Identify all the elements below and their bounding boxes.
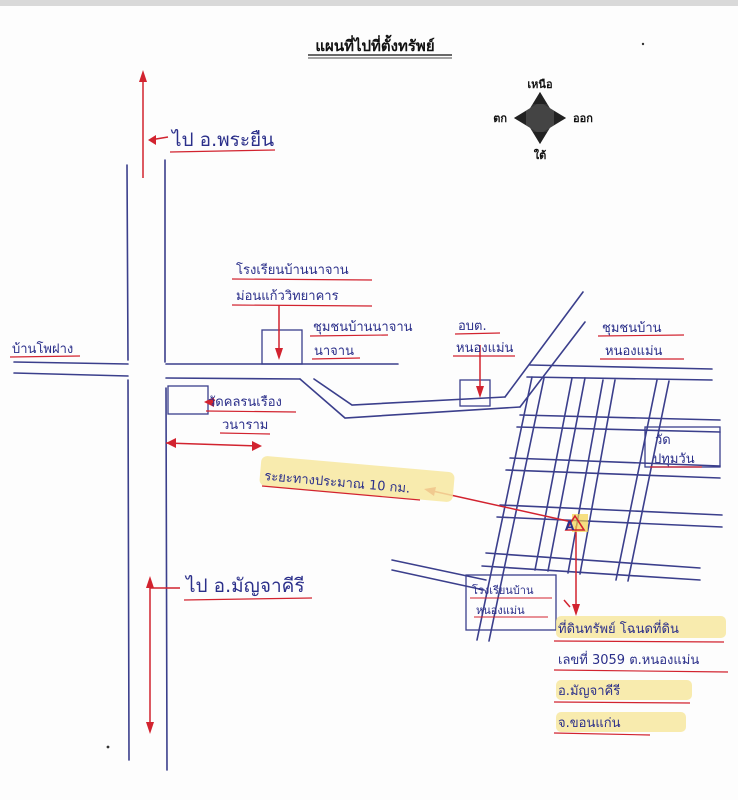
- distance-highlight: [259, 456, 455, 502]
- property-line4-highlight: [556, 712, 686, 732]
- label-to-phra-yuen: ไป อ.พระยืน: [170, 129, 274, 151]
- compass-east: ออก: [573, 112, 593, 125]
- label-community-na-chan-2: นาจาน: [314, 344, 354, 359]
- property-line2: เลขที่ 3059 ต.หนองแม่น: [558, 651, 699, 668]
- compass-west: ตก: [493, 112, 507, 125]
- label-community-na-chan: ชุมชนบ้านนาจาน: [313, 320, 413, 335]
- scan-top-band: [0, 0, 738, 6]
- property-marker-label: A: [565, 519, 575, 533]
- compass-south: ใต้: [534, 148, 547, 162]
- label-tambon-office: อบต.: [458, 319, 487, 334]
- property-line3: อ.มัญจาคีรี: [558, 683, 620, 699]
- property-line3-highlight: [556, 680, 692, 700]
- compass-rose-icon: [514, 92, 566, 144]
- school-nong-maen-box: [465, 574, 557, 631]
- wat-pa-ruean-box: [167, 385, 209, 415]
- school-na-chan-box: [261, 329, 303, 365]
- label-community-nong-maen: ชุมชนบ้าน: [602, 321, 662, 336]
- label-wat-pathum: วัด: [655, 433, 671, 448]
- label-school-nong-maen: โรงเรียนบ้าน: [472, 583, 534, 597]
- property-line4: จ.ขอนแก่น: [558, 716, 621, 731]
- label-wat-pa-ruean: วัดคลรนเรือง: [208, 394, 282, 410]
- main-highway: [126, 159, 168, 771]
- east-west-road: [13, 361, 521, 419]
- diagonal-road: [504, 291, 586, 408]
- label-school-kaew: ม่อนแก้ววิทยาคาร: [236, 289, 339, 304]
- property-line1: ที่ดินทรัพย์ โฉนดที่ดิน: [558, 620, 679, 637]
- scan-speck: [106, 745, 110, 749]
- tambon-office-box: [459, 379, 491, 407]
- label-community-nong-maen-2: หนองแม่น: [605, 344, 663, 359]
- scan-speck: [641, 42, 645, 46]
- compass-north: เหนือ: [527, 78, 552, 91]
- label-ban-pho-fang: บ้านโพฝาง: [12, 341, 73, 357]
- label-tambon-office-2: หนองแม่น: [456, 341, 514, 356]
- label-wat-pa-ruean-2: วนาราม: [222, 418, 268, 433]
- red-arrows: [139, 70, 580, 734]
- town-grid: [391, 364, 723, 642]
- property-line1-highlight: [556, 616, 726, 638]
- label-to-mancha-khiri: ไป อ.มัญจาคีรี: [184, 575, 305, 597]
- map-title: แผนที่ไปที่ตั้งทรัพย์: [315, 34, 434, 55]
- label-school-na-chan: โรงเรียนบ้านนาจาน: [236, 262, 349, 278]
- label-wat-pathum-2: ปทุมวัน: [653, 452, 695, 467]
- property-marker-icon: [564, 514, 586, 531]
- label-school-nong-maen-2: หนองแม่น: [476, 604, 525, 617]
